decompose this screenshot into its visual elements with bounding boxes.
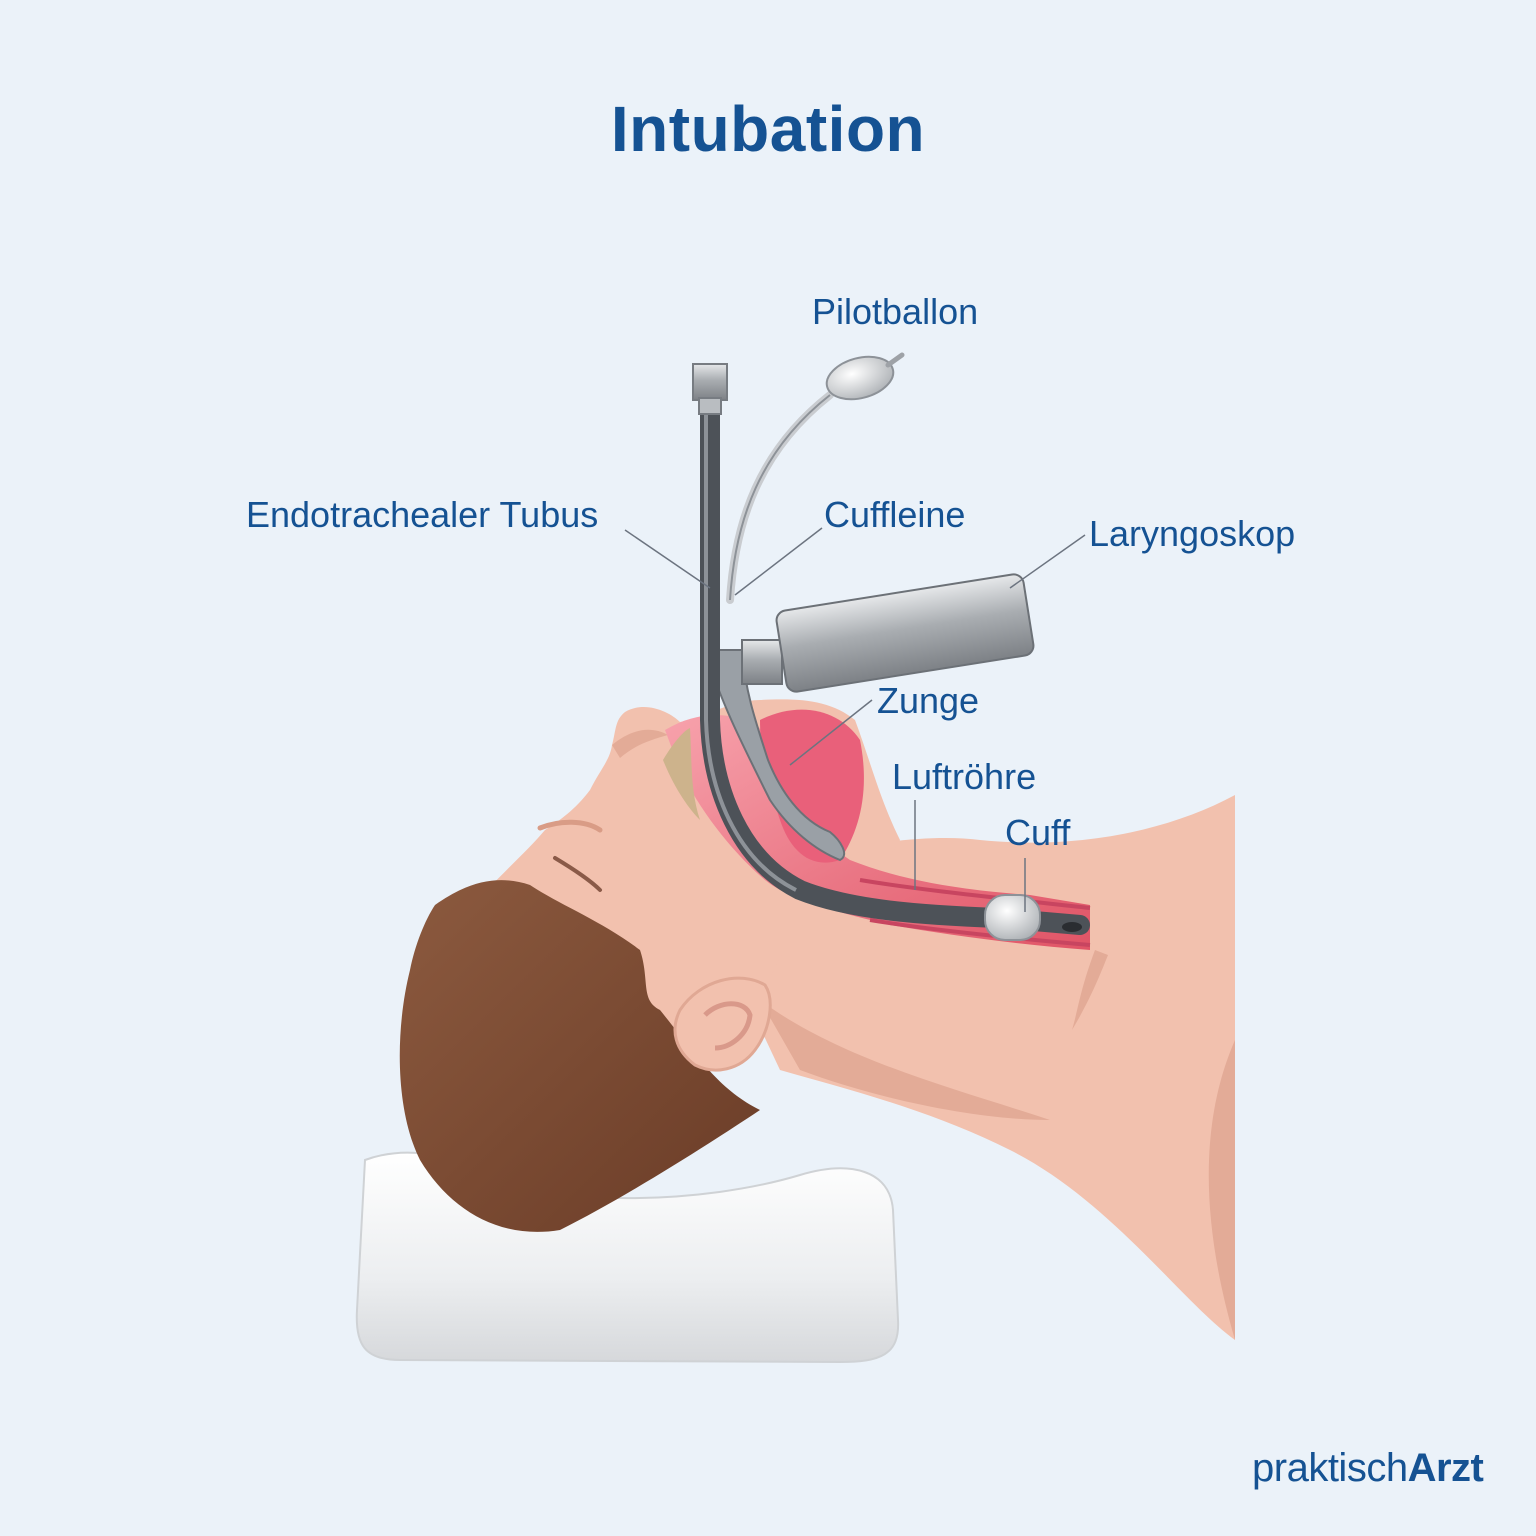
label-trachea: Luftröhre <box>892 756 1037 797</box>
pilot-balloon-shape <box>825 355 895 401</box>
label-endotracheal-tube: Endotrachealer Tubus <box>246 494 599 535</box>
label-laryngoscope: Laryngoskop <box>1089 513 1296 554</box>
leader-lines <box>624 527 1086 912</box>
leader-tongue <box>789 699 873 766</box>
logo-part1: praktisch <box>1252 1446 1408 1490</box>
brand-logo: praktischArzt <box>1252 1446 1484 1491</box>
leader-laryngoscope <box>1009 534 1086 589</box>
hair <box>399 880 760 1232</box>
laryngoscope-instrument <box>703 573 1035 862</box>
endotracheal-tube <box>692 363 1090 941</box>
label-cuff: Cuff <box>1005 812 1071 853</box>
logo-part2: Arzt <box>1407 1446 1484 1490</box>
label-tongue: Zunge <box>877 680 980 721</box>
leader-endotracheal-tube <box>624 529 711 589</box>
ear <box>673 976 772 1072</box>
leader-cuff-line <box>734 527 823 596</box>
label-pilot-balloon: Pilotballon <box>812 291 979 332</box>
tongue-shape <box>760 709 864 863</box>
label-cuff-line: Cuffleine <box>824 494 966 535</box>
cuff-line-and-pilot-balloon <box>726 352 905 604</box>
cuff-balloon <box>984 894 1041 941</box>
diagram-title: Intubation <box>610 93 926 165</box>
neck-shoulder <box>700 795 1235 1340</box>
